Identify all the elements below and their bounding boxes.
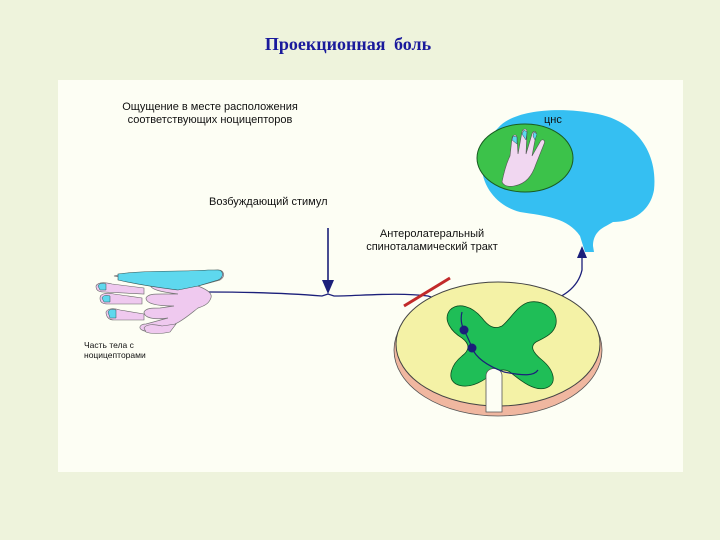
label-sensation-line2: соответствующих ноцицепторов	[127, 114, 293, 126]
cord-central-fissure	[485, 368, 503, 413]
label-tract-line1: Антеролатеральный	[379, 228, 485, 240]
projected-hand	[501, 128, 545, 187]
finger-2	[95, 282, 145, 295]
label-body-part-line1: Часть тела с	[84, 340, 134, 350]
cord-nerve-path	[460, 311, 539, 376]
label-body-part: Часть тела с ноцицепторами	[84, 340, 146, 360]
label-cns: цнс	[544, 114, 562, 126]
label-stimulus: Возбуждающий стимул	[209, 196, 328, 208]
label-body-part-line2: ноцицепторами	[84, 350, 146, 360]
finger-1	[99, 292, 143, 305]
slide-title: Проекционная боль	[264, 34, 432, 54]
hand-fingertips-cyan	[117, 269, 223, 291]
projected-fingertips	[511, 129, 538, 145]
label-sensation: Ощущение в месте расположения соответств…	[100, 101, 320, 127]
ascending-arrow-head	[577, 246, 587, 258]
diagram-panel: Ощущение в месте расположения соответств…	[58, 80, 683, 472]
hand-fingertip-marks	[97, 283, 117, 319]
spinal-cord-section	[393, 281, 603, 417]
label-sensation-line1: Ощущение в месте расположения	[122, 101, 298, 113]
lesion-mark	[403, 276, 451, 308]
label-tract-line2: спиноталамический тракт	[366, 241, 498, 253]
cord-gray-matter	[446, 301, 557, 390]
label-tract: Антеролатеральный спиноталамический трак…	[342, 228, 522, 254]
thumb	[143, 323, 177, 334]
stimulus-arrow-head	[322, 280, 334, 294]
diagram-svg	[95, 110, 655, 417]
